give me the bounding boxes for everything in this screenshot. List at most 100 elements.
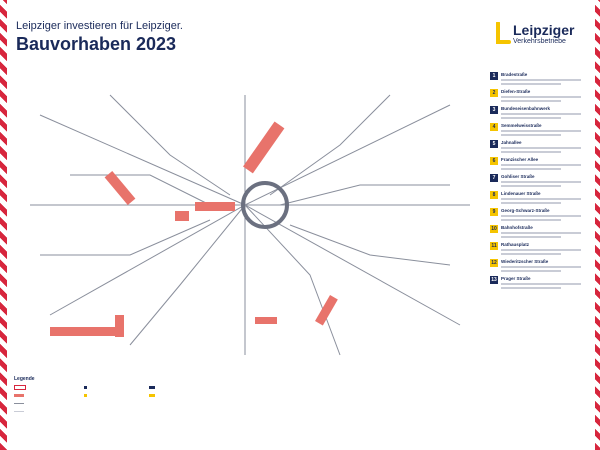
legend-swatch xyxy=(14,393,24,397)
tram-line xyxy=(289,224,451,266)
project-title: Franzischer Allee xyxy=(501,157,539,162)
project-number: 12 xyxy=(490,259,498,267)
network-map[interactable] xyxy=(10,55,480,375)
left-warning-stripe xyxy=(0,0,7,450)
right-warning-stripe xyxy=(595,0,600,450)
text-line xyxy=(501,219,561,221)
text-line xyxy=(501,232,581,234)
legend-swatch xyxy=(14,385,26,390)
legend-swatch-row xyxy=(14,393,27,397)
legend: Legende xyxy=(14,376,194,436)
text-line xyxy=(501,249,581,251)
city-ring xyxy=(241,181,289,229)
construction-sites[interactable] xyxy=(50,121,338,337)
tram-line xyxy=(40,219,211,256)
tram-line xyxy=(109,94,231,196)
project-title: Semmelweisstraße xyxy=(501,123,542,128)
project-title: Bundeseisenbahnwerk xyxy=(501,106,551,111)
tram-line xyxy=(269,94,391,196)
construction-site[interactable] xyxy=(104,170,136,206)
text-line xyxy=(501,100,561,102)
legend-swatch-row xyxy=(149,393,158,397)
construction-site[interactable] xyxy=(195,202,235,211)
text-line xyxy=(501,283,581,285)
project-number: 11 xyxy=(490,242,498,250)
project-title: Diefen-Straße xyxy=(501,89,531,94)
text-line xyxy=(501,266,581,268)
legend-swatch-row xyxy=(149,385,158,389)
text-line xyxy=(501,151,561,153)
lvb-logo: Leipziger Verkehrsbetriebe xyxy=(495,22,585,52)
project-number: 10 xyxy=(490,225,498,233)
project-title: Rathausplatz xyxy=(501,242,530,247)
legend-swatch-row xyxy=(84,385,90,389)
project-number: 2 xyxy=(490,89,498,97)
legend-swatch-row xyxy=(14,409,27,413)
text-line xyxy=(501,147,581,149)
text-line xyxy=(501,168,561,170)
text-line xyxy=(501,202,561,204)
construction-site[interactable] xyxy=(243,121,285,174)
text-line xyxy=(501,79,581,81)
project-title: Georg-Schwarz-Straße xyxy=(501,208,550,213)
construction-site[interactable] xyxy=(50,327,120,336)
lvb-logo-icon xyxy=(496,22,511,44)
project-title: Gohliser Straße xyxy=(501,174,535,179)
text-line xyxy=(501,198,581,200)
project-number: 8 xyxy=(490,191,498,199)
construction-site[interactable] xyxy=(115,315,124,337)
project-number: 9 xyxy=(490,208,498,216)
logo-name: Leipziger xyxy=(513,22,575,38)
project-title: Bahnhofstraße xyxy=(501,225,533,230)
text-line xyxy=(501,130,581,132)
construction-site[interactable] xyxy=(315,295,338,326)
project-title: Jahnallee xyxy=(501,140,522,145)
header: Leipziger investieren für Leipziger. Bau… xyxy=(16,20,183,55)
project-title: Wiederitzscher Straße xyxy=(501,259,549,264)
construction-site[interactable] xyxy=(175,211,189,221)
legend-swatch xyxy=(14,410,24,412)
text-line xyxy=(501,117,561,119)
legend-swatch-row xyxy=(84,393,90,397)
text-line xyxy=(501,164,581,166)
text-line xyxy=(501,287,561,289)
logo-company: Verkehrsbetriebe xyxy=(513,38,566,45)
project-number: 13 xyxy=(490,276,498,284)
legend-swatch xyxy=(84,393,87,397)
construction-site[interactable] xyxy=(255,317,277,324)
header-subtitle: Leipziger investieren für Leipziger. xyxy=(16,20,183,32)
text-line xyxy=(501,134,561,136)
text-line xyxy=(501,113,581,115)
legend-swatch-row xyxy=(14,401,27,405)
text-line xyxy=(501,181,581,183)
legend-title: Legende xyxy=(14,376,35,382)
header-title: Bauvorhaben 2023 xyxy=(16,34,177,54)
text-line xyxy=(501,185,561,187)
project-number: 4 xyxy=(490,123,498,131)
legend-swatch xyxy=(149,393,155,397)
text-line xyxy=(501,83,561,85)
legend-swatch xyxy=(14,402,24,404)
text-line xyxy=(501,253,561,255)
tram-lines xyxy=(30,94,470,356)
project-number: 1 xyxy=(490,72,498,80)
project-title: Lindenauer Straße xyxy=(501,191,541,196)
legend-swatch-row xyxy=(14,385,29,390)
tram-line xyxy=(129,204,246,346)
project-number: 6 xyxy=(490,157,498,165)
